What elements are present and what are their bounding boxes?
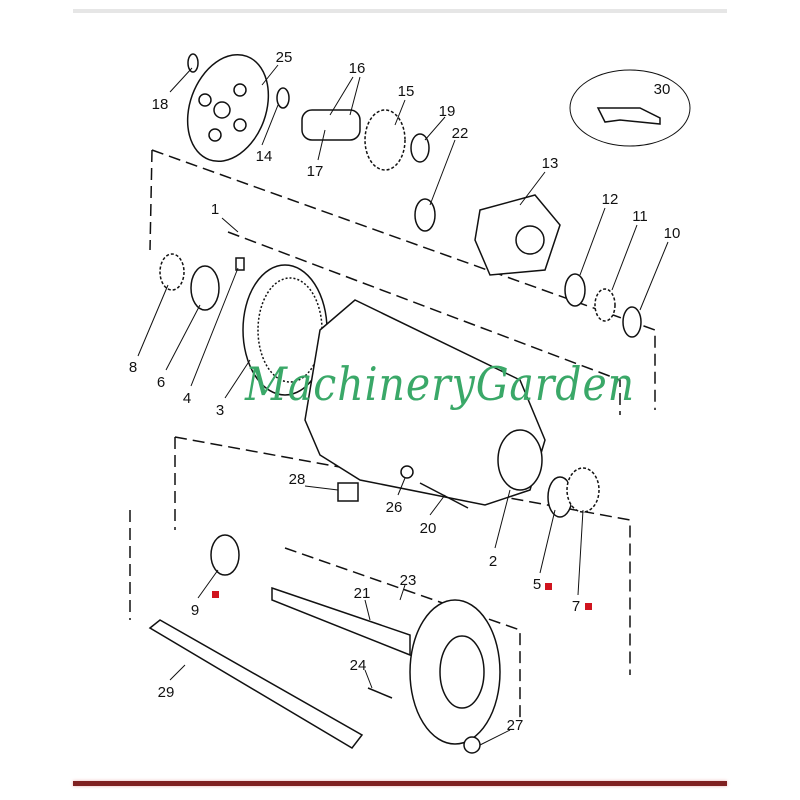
part-14-washer	[276, 87, 290, 109]
label-8: 8	[129, 359, 137, 376]
plate-hole	[233, 118, 247, 132]
label-1: 1	[211, 201, 219, 218]
part-16-bearings	[301, 109, 361, 141]
marker-7	[585, 603, 592, 610]
part-19-washer	[410, 133, 430, 163]
marker-9	[212, 591, 219, 598]
label-25: 25	[276, 49, 293, 66]
bottom-accent-bar	[73, 781, 727, 786]
marker-5	[545, 583, 552, 590]
part-18-ring	[187, 53, 199, 73]
plate-hole	[208, 128, 222, 142]
part-30-bracket	[596, 107, 661, 125]
part-7-bearing	[566, 467, 600, 513]
label-26: 26	[386, 499, 403, 516]
label-29: 29	[158, 684, 175, 701]
part-24-stud	[367, 687, 393, 699]
part-2-housing	[304, 299, 546, 506]
label-11: 11	[632, 208, 648, 225]
housing-bore	[497, 429, 543, 491]
label-10: 10	[664, 225, 681, 242]
label-22: 22	[452, 125, 469, 142]
upper-assembly-outline	[149, 149, 656, 415]
label-15: 15	[398, 83, 415, 100]
leader-lines	[137, 64, 669, 746]
label-28: 28	[289, 471, 306, 488]
label-7: 7	[572, 598, 580, 615]
part-10-ring	[622, 306, 642, 338]
plate-hole	[213, 101, 231, 119]
part-11-lockwasher	[594, 288, 616, 322]
label-13: 13	[542, 155, 559, 172]
label-9: 9	[191, 602, 199, 619]
part-4-pin	[235, 257, 245, 271]
part-22-seal	[414, 198, 436, 232]
label-20: 20	[420, 520, 437, 537]
label-27: 27	[507, 717, 524, 734]
plate-hole	[198, 93, 212, 107]
lower-assembly-outline	[129, 436, 631, 720]
label-2: 2	[489, 553, 497, 570]
flange-bore	[515, 225, 545, 255]
label-23: 23	[400, 572, 417, 589]
watermark: MachineryGarden	[244, 357, 635, 411]
part-15-gear	[364, 109, 406, 171]
part-12-bearing	[564, 273, 586, 307]
label-4: 4	[183, 390, 191, 407]
part-9-seal	[210, 534, 240, 576]
part-6-seal	[190, 265, 220, 311]
part-29-shaft	[148, 619, 364, 749]
part-26-plug	[400, 465, 414, 479]
label-16: 16	[349, 60, 366, 77]
label-30: 30	[654, 81, 671, 98]
label-14: 14	[256, 148, 273, 165]
part-8-nut	[159, 253, 185, 291]
top-divider	[73, 9, 727, 13]
label-21: 21	[354, 585, 371, 602]
part-30-callout	[569, 69, 691, 147]
label-12: 12	[602, 191, 619, 208]
plate-hole	[233, 83, 247, 97]
part-28-plate	[337, 482, 359, 502]
label-19: 19	[439, 103, 456, 120]
label-6: 6	[157, 374, 165, 391]
label-24: 24	[350, 657, 367, 674]
axle-hub	[439, 635, 485, 709]
label-17: 17	[307, 163, 324, 180]
label-5: 5	[533, 576, 541, 593]
label-18: 18	[152, 96, 169, 113]
part-20-bolt	[419, 482, 469, 509]
part-27-nut	[463, 736, 481, 754]
part-21-axle	[271, 586, 411, 657]
label-3: 3	[216, 402, 224, 419]
